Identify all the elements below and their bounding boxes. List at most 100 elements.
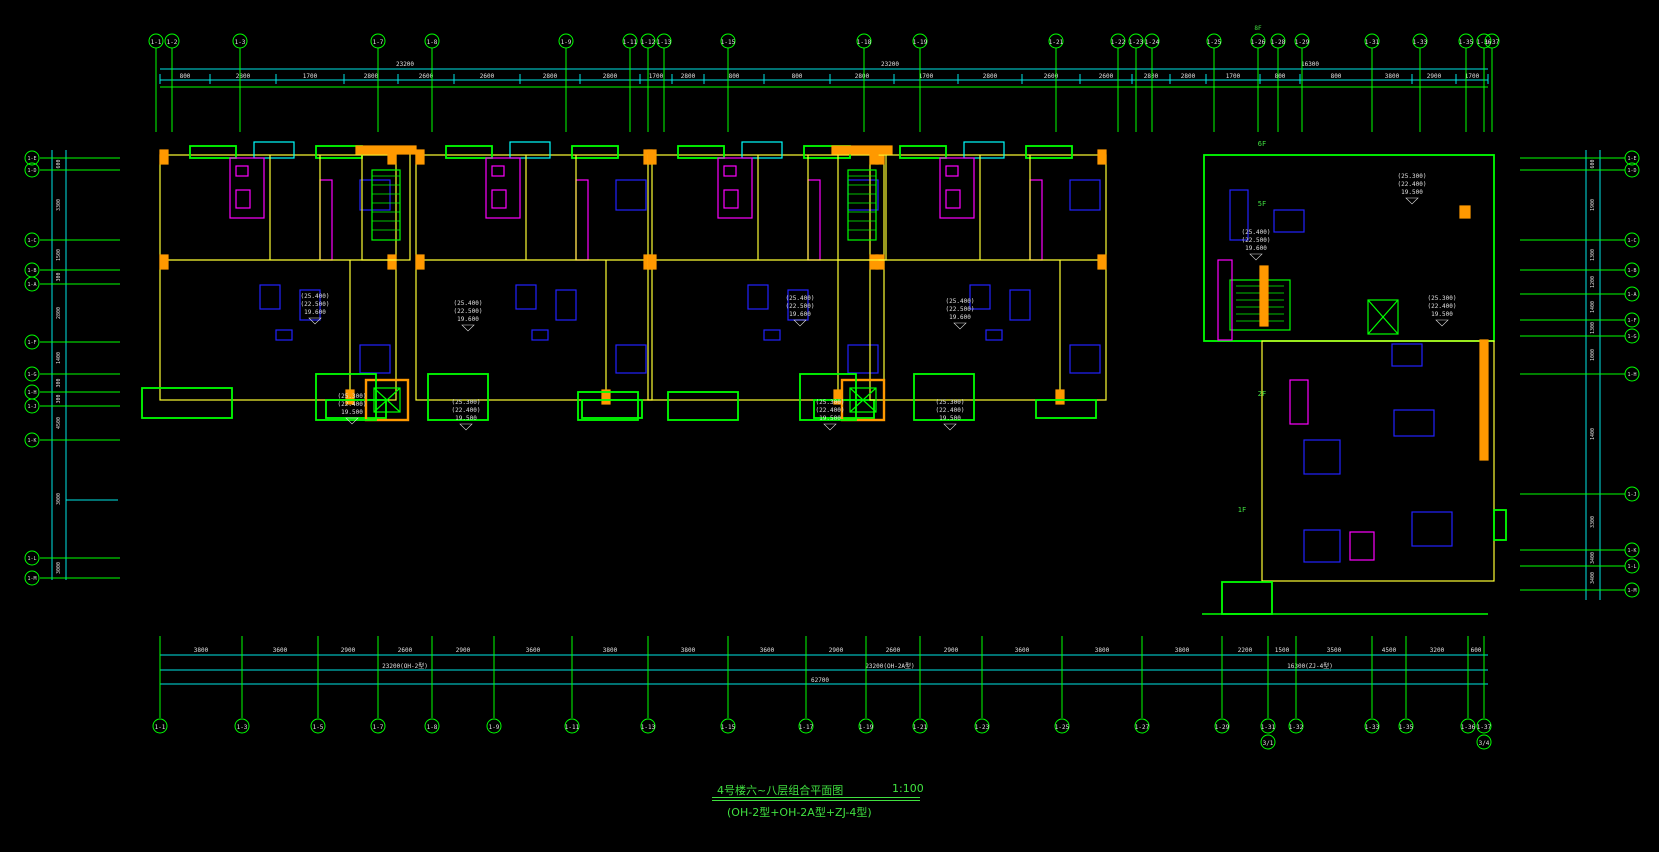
room-elevation-label: (25.300)	[452, 399, 481, 406]
room-elevation-label: 19.500	[341, 409, 363, 416]
axis-label-top: 1-19	[913, 39, 928, 46]
left-dim-value: 300	[56, 272, 62, 281]
axis-label-right: 1-C	[1627, 238, 1636, 244]
right-unit-dining	[1391, 343, 1423, 367]
axis-label-top: 1-33	[1413, 39, 1428, 46]
stair-flight	[371, 169, 401, 241]
top-dim-value: 1700	[303, 73, 318, 80]
axis-label-left: 1-M	[27, 576, 36, 582]
room-elevation-label: (22.400)	[1398, 181, 1427, 188]
left-dim-value: 2800	[56, 307, 62, 319]
axis-bubble-left	[24, 232, 40, 248]
axis-label-left: 1-J	[27, 404, 36, 410]
room-elevation-label: (25.400)	[301, 293, 330, 300]
unit-top-balcony	[571, 145, 619, 159]
unit-bed	[615, 344, 647, 374]
top-dim-total: 16300	[1301, 61, 1319, 68]
room-elevation-label: (22.400)	[816, 407, 845, 414]
unit-armchair	[985, 329, 1003, 341]
right-unit-sofa	[1393, 409, 1435, 437]
right-unit-chair	[1229, 189, 1249, 241]
axis-label-left: 1-C	[27, 238, 36, 244]
axis-bubble-left	[24, 162, 40, 178]
axis-label-right: 1-E	[1627, 156, 1636, 162]
unit-bay-window	[741, 141, 783, 159]
axis-bubble-left	[24, 150, 40, 166]
unit-armchair	[275, 329, 293, 341]
unit-column	[387, 254, 397, 270]
unit-column	[869, 254, 879, 270]
axis-label-bottom: 1-23	[975, 724, 990, 731]
axis-label-top: 1-12	[641, 39, 656, 46]
south-balcony	[799, 373, 857, 421]
room-elevation-label: (22.400)	[452, 407, 481, 414]
bottom-dim-value: 3800	[681, 647, 696, 654]
right-unit-bathroom	[1289, 379, 1309, 425]
unit-top-balcony	[899, 145, 947, 159]
axis-bubble-bottom-sub	[1260, 734, 1276, 750]
left-dim-value: 1500	[56, 249, 62, 261]
unit-column	[159, 254, 169, 270]
room-elevation-label: (25.300)	[936, 399, 965, 406]
axis-label-top: 1-29	[1295, 39, 1310, 46]
right-unit-column	[1479, 339, 1489, 461]
bottom-dim-value: 3800	[194, 647, 209, 654]
unit-top-balcony	[445, 145, 493, 159]
south-balcony	[667, 391, 739, 421]
title-underline-1	[712, 797, 920, 798]
axis-label-top: 1-2	[167, 39, 178, 46]
axis-label-bottom: 1-36	[1461, 724, 1476, 731]
bottom-dim-value: 3600	[760, 647, 775, 654]
axis-label-top: 1-1	[151, 39, 162, 46]
axis-label-top: 1-36	[1477, 39, 1492, 46]
room-elevation-label: (22.500)	[786, 303, 815, 310]
bottom-dim-value: 2900	[829, 647, 844, 654]
axis-label-bottom: 1-1	[155, 724, 166, 731]
right-dim-value: 1300	[1590, 249, 1596, 261]
axis-label-left: 1-H	[27, 390, 36, 396]
room-labels: (25.400)(22.500)19.600(25.400)(22.500)19…	[301, 140, 1457, 514]
axis-bubble-bottom	[1214, 718, 1230, 734]
unit-column	[345, 389, 355, 405]
axis-label-top: 1-24	[1145, 39, 1160, 46]
axis-bubble-bottom	[1398, 718, 1414, 734]
unit-top-balcony	[1025, 145, 1073, 159]
elevation-marker	[1435, 319, 1449, 327]
floor-mark: 5F	[1258, 200, 1266, 208]
top-dim-value: 800	[1275, 73, 1286, 80]
axis-label-bottom: 1-37	[1477, 724, 1492, 731]
room-elevation-label: 19.600	[949, 314, 971, 321]
south-balcony	[141, 387, 233, 419]
unit-bed	[1069, 344, 1101, 374]
room-elevation-label: (25.300)	[816, 399, 845, 406]
unit-bed	[615, 179, 647, 211]
unit-bed	[359, 179, 391, 211]
axis-label-top: 1-8	[427, 39, 438, 46]
elevator-cross	[373, 387, 401, 413]
bottom-dim-value: 3200	[1430, 647, 1445, 654]
unit-bay-window	[963, 141, 1005, 159]
south-balcony	[577, 391, 639, 421]
bottom-dim-total: 23200(OH-2型)	[382, 662, 428, 670]
bottom-dim-value: 3600	[1015, 647, 1030, 654]
top-dim-value: 2800	[681, 73, 696, 80]
right-unit-bay	[1493, 509, 1507, 541]
unit-armchair	[531, 329, 549, 341]
south-balcony	[315, 373, 377, 421]
axis-label-left: 1-L	[27, 556, 36, 562]
axis-bubble-bottom	[234, 718, 250, 734]
elevation-marker	[823, 423, 837, 431]
axis-label-left: 1-D	[27, 168, 36, 174]
south-balcony	[427, 373, 489, 421]
axis-label-bottom-sub: 3/1	[1263, 740, 1274, 747]
unit-armchair	[763, 329, 781, 341]
drawing-scale: 1:100	[892, 782, 924, 795]
unit-sink	[723, 165, 737, 177]
top-small-mark: 8F	[1254, 25, 1262, 32]
axis-label-bottom: 1-29	[1215, 724, 1230, 731]
top-dim-value: 2800	[855, 73, 870, 80]
axis-bubble-bottom	[974, 718, 990, 734]
room-elevation-label: 19.500	[1401, 189, 1423, 196]
axis-bubble-bottom	[310, 718, 326, 734]
room-elevation-label: (25.300)	[1428, 295, 1457, 302]
